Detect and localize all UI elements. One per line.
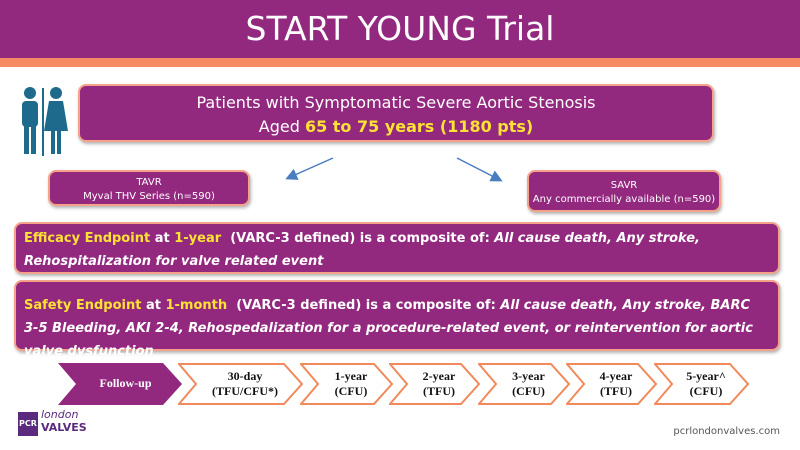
step-time: 3-year (512, 369, 545, 383)
tavr-name: TAVR (136, 177, 162, 188)
efficacy-at: at (150, 231, 175, 246)
population-box: Patients with Symptomatic Severe Aortic … (78, 84, 714, 142)
safety-items: All cause death, Any stroke, BARC 3-5 Bl… (24, 298, 753, 359)
website-url: pcrlondonvalves.com (673, 426, 780, 437)
logo-london: london (41, 408, 79, 421)
arrow-right (456, 157, 503, 182)
safety-endpoint-box: Safety Endpoint at 1-month (VARC-3 defin… (14, 280, 780, 359)
step-type: (TFU/CFU*) (212, 384, 278, 398)
step-time: 30-day (227, 369, 263, 383)
population-prefix: Aged (258, 117, 305, 136)
followup-step: 4-year(TFU) (566, 363, 658, 405)
patients-icon (22, 87, 68, 156)
step-type: (CFU) (512, 384, 545, 398)
followup-step: 1-year(CFU) (300, 363, 394, 405)
logo-valves: VALVES (41, 421, 87, 434)
safety-time: 1-month (165, 298, 228, 313)
savr-arm-box: SAVR Any commercially available (n=590) (527, 170, 721, 212)
step-type: (CFU) (334, 384, 368, 398)
arrow-left (285, 157, 334, 180)
population-line1: Patients with Symptomatic Severe Aortic … (196, 93, 596, 112)
savr-detail: Any commercially available (n=590) (532, 194, 716, 205)
followup-label: Follow-up (99, 376, 152, 390)
efficacy-items: All cause death, Any stroke, Rehospitali… (24, 231, 700, 269)
slide-title: START YOUNG Trial (0, 0, 800, 58)
safety-mid: (VARC-3 defined) is a composite of: (227, 298, 501, 313)
efficacy-time: 1-year (174, 231, 222, 246)
followup-step: 5-year^(CFU) (654, 363, 750, 405)
step-type: (CFU) (689, 384, 723, 398)
followup-chevron: Follow-up (58, 363, 183, 405)
tavr-detail: Myval THV Series (n=590) (83, 191, 215, 202)
step-type: (TFU) (423, 384, 455, 398)
followup-step: 2-year(TFU) (389, 363, 481, 405)
title-stripe (0, 58, 800, 67)
followup-step: 3-year(CFU) (478, 363, 571, 405)
savr-name: SAVR (610, 180, 638, 191)
population-highlight: 65 to 75 years (1180 pts) (304, 117, 534, 136)
step-time: 2-year (422, 369, 456, 383)
efficacy-label: Efficacy Endpoint (24, 231, 151, 246)
step-time: 1-year (334, 369, 368, 383)
followup-step: 30-day(TFU/CFU*) (178, 363, 304, 405)
safety-label: Safety Endpoint (24, 298, 142, 313)
efficacy-endpoint-box: Efficacy Endpoint at 1-year (VARC-3 defi… (14, 222, 780, 274)
logo-pcr: PCR (18, 412, 38, 436)
randomization-arrows (285, 157, 503, 182)
step-type: (TFU) (600, 384, 632, 398)
step-time: 4-year (599, 369, 633, 383)
tavr-arm-box: TAVR Myval THV Series (n=590) (48, 170, 250, 206)
safety-at: at (141, 298, 166, 313)
efficacy-mid: (VARC-3 defined) is a composite of: (221, 231, 495, 246)
step-time: 5-year^ (686, 369, 726, 383)
